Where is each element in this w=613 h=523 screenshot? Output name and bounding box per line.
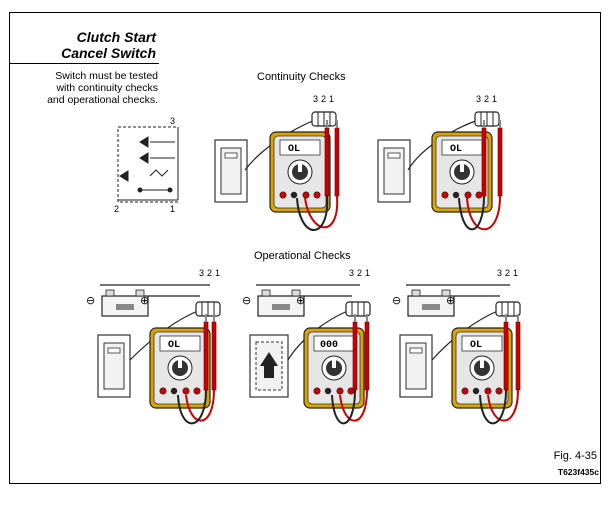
schematic-terminal-2: 2 <box>114 204 119 214</box>
o2-negative-terminal: ⊖ <box>242 294 251 307</box>
o2-terminal-1: 1 <box>365 268 370 278</box>
continuity-check-1 <box>214 111 340 231</box>
title-divider <box>9 63 159 64</box>
o3-positive-terminal: ⊕ <box>446 294 455 307</box>
c1-terminal-3: 3 <box>313 94 318 104</box>
c2-meter-reading: OL <box>450 144 462 155</box>
figure-label: Fig. 4-35 <box>553 450 597 462</box>
schematic-terminal-1: 1 <box>170 204 175 214</box>
figure-frame <box>9 12 601 484</box>
c2-terminal-3: 3 <box>476 94 481 104</box>
operational-check-1 <box>97 284 221 425</box>
o2-terminal-2: 2 <box>357 268 362 278</box>
description-line-1: Switch must be tested <box>55 70 158 82</box>
o1-terminal-1: 1 <box>215 268 220 278</box>
o3-meter-reading: OL <box>470 340 482 351</box>
o3-terminal-1: 1 <box>513 268 518 278</box>
c2-terminal-1: 1 <box>492 94 497 104</box>
operational-check-2 <box>249 284 371 425</box>
o1-positive-terminal: ⊕ <box>140 294 149 307</box>
c1-terminal-2: 2 <box>321 94 326 104</box>
o1-negative-terminal: ⊖ <box>86 294 95 307</box>
c2-terminal-2: 2 <box>484 94 489 104</box>
o2-meter-reading: 000 <box>320 340 338 351</box>
continuity-checks-heading: Continuity Checks <box>257 71 346 83</box>
o2-positive-terminal: ⊕ <box>296 294 305 307</box>
description-line-3: and operational checks. <box>47 94 158 106</box>
continuity-check-2 <box>377 111 503 231</box>
figure-code: T623f435c <box>557 467 599 477</box>
o1-meter-reading: OL <box>168 340 180 351</box>
switch-schematic <box>117 126 179 203</box>
title-line-2: Cancel Switch <box>61 45 156 61</box>
operational-check-3 <box>399 284 521 425</box>
o1-terminal-3: 3 <box>199 268 204 278</box>
o3-terminal-3: 3 <box>497 268 502 278</box>
description-line-2: with continuity checks <box>56 82 158 94</box>
c1-meter-reading: OL <box>288 144 300 155</box>
title-line-1: Clutch Start <box>76 29 156 45</box>
o2-terminal-3: 3 <box>349 268 354 278</box>
schematic-terminal-3: 3 <box>170 116 175 126</box>
o1-terminal-2: 2 <box>207 268 212 278</box>
o3-negative-terminal: ⊖ <box>392 294 401 307</box>
c1-terminal-1: 1 <box>329 94 334 104</box>
operational-checks-heading: Operational Checks <box>254 250 351 262</box>
o3-terminal-2: 2 <box>505 268 510 278</box>
